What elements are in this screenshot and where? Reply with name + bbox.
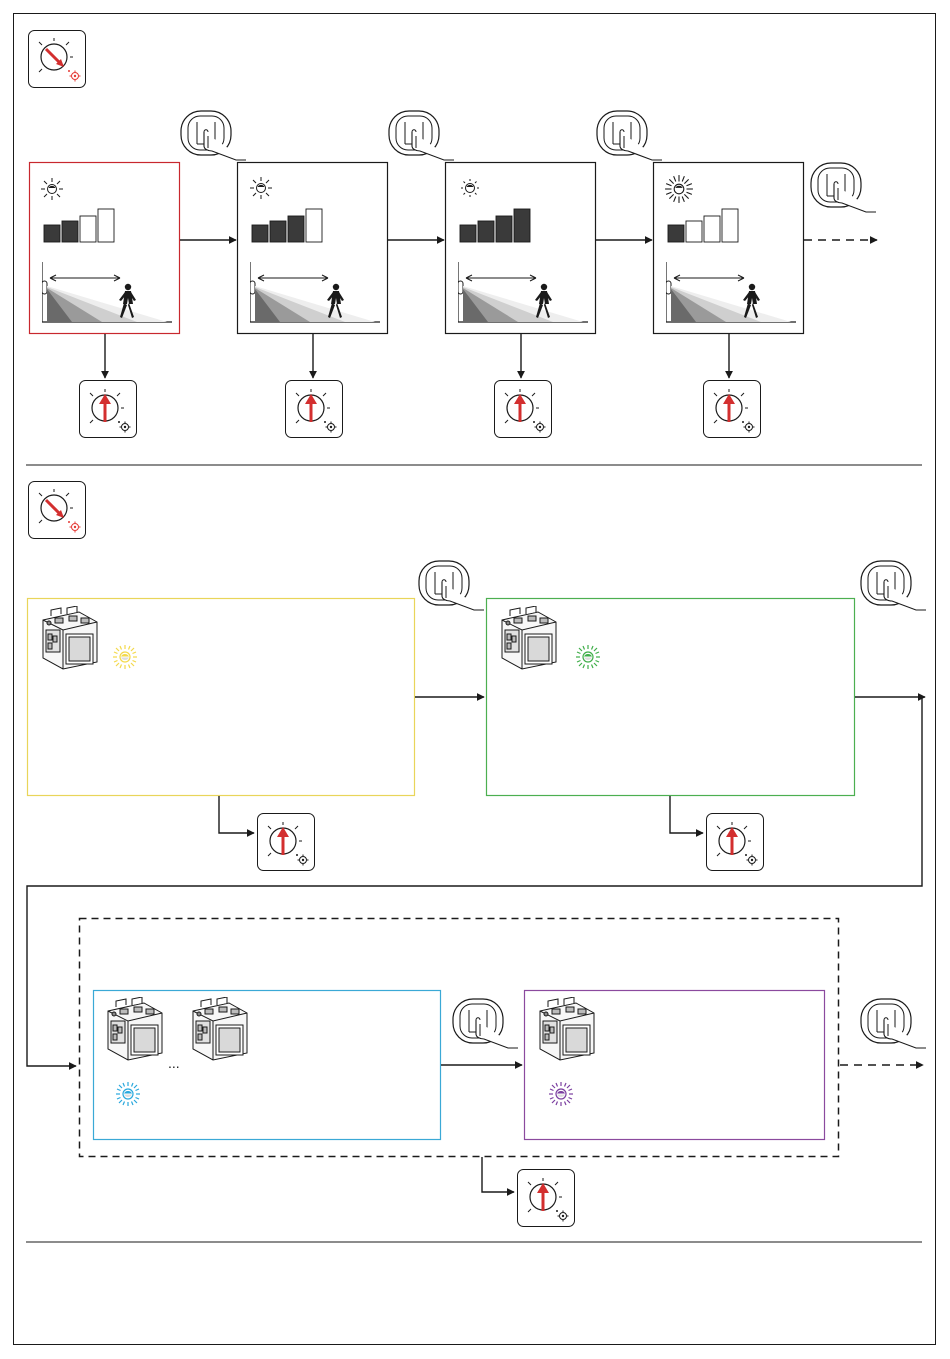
sensitivity-bar-filled xyxy=(288,216,304,242)
push-button-press-icon xyxy=(811,163,876,212)
sensitivity-bar-filled xyxy=(478,221,494,242)
sensitivity-bar-empty xyxy=(686,221,702,242)
rotary-switch-icon xyxy=(29,31,86,88)
sensitivity-bar-empty xyxy=(722,209,738,242)
sensitivity-bar-empty xyxy=(704,216,720,242)
push-button-press-icon xyxy=(861,999,926,1048)
rotary-switch-icon xyxy=(707,814,764,871)
sensitivity-bar-filled xyxy=(496,216,512,242)
push-button-press-icon xyxy=(389,111,454,160)
rotary-switch-icon xyxy=(258,814,315,871)
rotary-switch-icon xyxy=(495,381,552,438)
flow-arrow-elbow xyxy=(219,796,254,833)
sensitivity-bar-filled xyxy=(514,209,530,242)
led-indicator-icon xyxy=(41,178,63,200)
flow-arrow-elbow xyxy=(482,1157,514,1192)
sensitivity-bar-filled xyxy=(44,225,60,242)
sensitivity-bar-filled xyxy=(270,221,286,242)
push-button-press-icon xyxy=(597,111,662,160)
push-button-press-icon xyxy=(419,561,484,610)
led-indicator-icon xyxy=(576,645,600,669)
sensitivity-bar-empty xyxy=(306,209,322,242)
flow-arrow-elbow xyxy=(670,796,703,833)
sensitivity-bar-empty xyxy=(98,209,114,242)
sensitivity-bar-filled xyxy=(668,225,684,242)
led-indicator-icon xyxy=(250,177,272,199)
sensitivity-bar-empty xyxy=(80,216,96,242)
push-button-press-icon xyxy=(453,999,518,1048)
led-indicator-icon xyxy=(549,1082,573,1106)
sensitivity-bar-filled xyxy=(252,225,268,242)
ellipsis: ... xyxy=(168,1055,180,1071)
rotary-switch-icon xyxy=(29,482,86,539)
led-indicator-icon xyxy=(113,645,137,669)
rotary-switch-icon xyxy=(80,381,137,438)
sensitivity-bar-filled xyxy=(460,225,476,242)
led-indicator-icon xyxy=(116,1082,140,1106)
push-button-press-icon xyxy=(181,111,246,160)
push-button-press-icon xyxy=(861,561,926,610)
rotary-switch-icon xyxy=(518,1170,575,1227)
rotary-switch-icon xyxy=(704,381,761,438)
rotary-switch-icon xyxy=(286,381,343,438)
sensitivity-bar-filled xyxy=(62,221,78,242)
